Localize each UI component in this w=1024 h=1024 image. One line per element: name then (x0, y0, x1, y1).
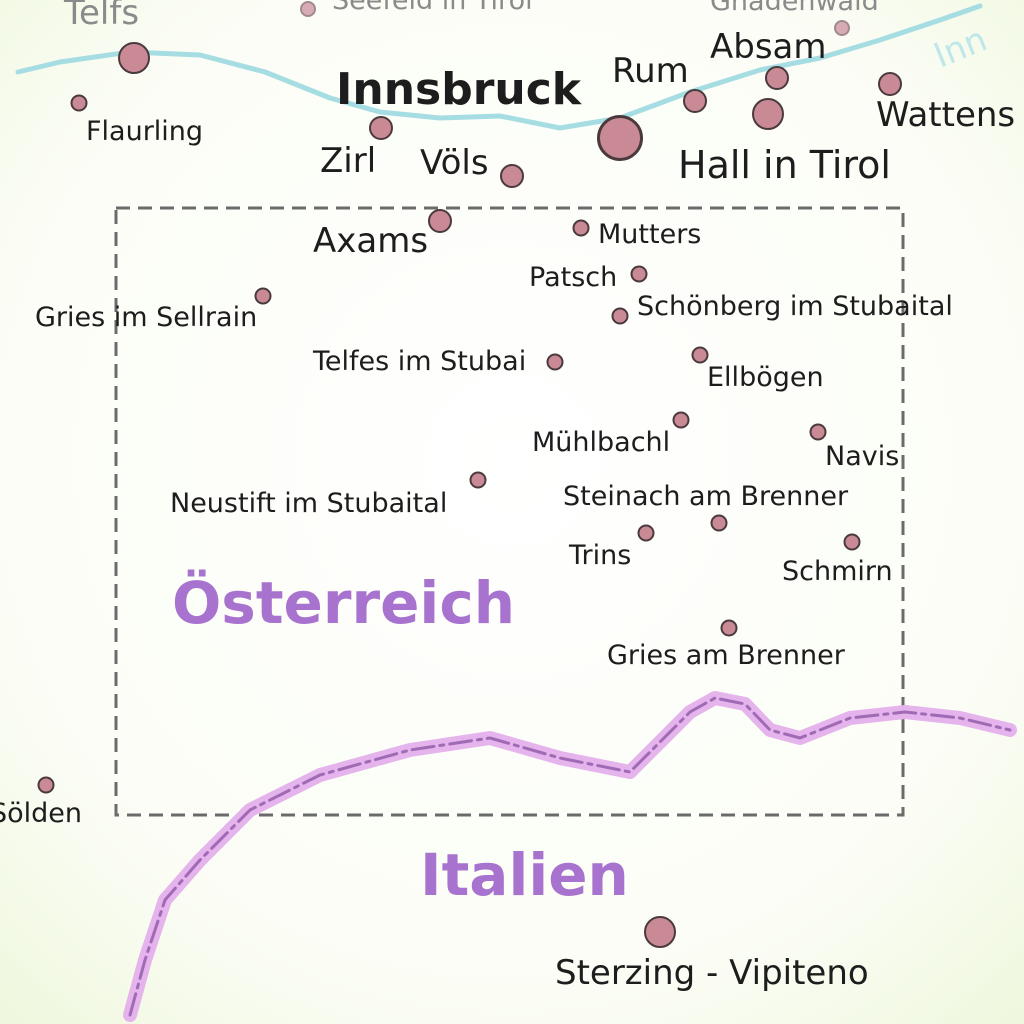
town-marker-ellboegen[interactable] (691, 346, 709, 364)
town-marker-seefeld[interactable] (300, 1, 316, 17)
town-label-gnadenwald: Gnadenwald (710, 0, 879, 17)
town-marker-muehlbachl[interactable] (672, 411, 690, 429)
town-marker-sterzing[interactable] (644, 916, 676, 948)
town-label-hall: Hall in Tirol (678, 143, 891, 187)
town-label-innsbruck: Innsbruck (336, 64, 582, 115)
town-label-schoenberg: Schönberg im Stubaital (637, 291, 953, 322)
town-marker-schmirn[interactable] (843, 533, 861, 551)
town-label-absam: Absam (710, 27, 827, 67)
town-marker-patsch[interactable] (630, 265, 648, 283)
national-border (128, 696, 1012, 1017)
town-label-telfs: Telfs (64, 0, 140, 33)
town-label-soelden: Sölden (0, 798, 83, 829)
town-marker-navis[interactable] (809, 423, 827, 441)
town-label-trins: Trins (569, 540, 632, 571)
town-marker-schoenberg[interactable] (611, 307, 629, 325)
town-marker-axams[interactable] (428, 209, 452, 233)
town-label-ellboegen: Ellbögen (707, 362, 824, 393)
town-label-steinach: Steinach am Brenner (563, 481, 849, 512)
town-label-patsch: Patsch (529, 262, 618, 293)
town-label-muehlbachl: Mühlbachl (532, 427, 671, 458)
town-marker-rum[interactable] (683, 89, 707, 113)
town-marker-wattens[interactable] (878, 72, 902, 96)
town-marker-gries-brenner[interactable] (720, 619, 738, 637)
town-label-telfes: Telfes im Stubai (313, 346, 527, 377)
town-label-axams: Axams (313, 221, 429, 261)
town-label-neustift: Neustift im Stubaital (170, 488, 448, 519)
town-marker-gnadenwald[interactable] (834, 20, 850, 36)
town-label-wattens: Wattens (876, 95, 1016, 135)
town-marker-zirl[interactable] (369, 116, 393, 140)
inn-river (15, 3, 983, 131)
town-label-seefeld: Seefeld in Tirol (332, 0, 533, 16)
town-marker-mutters[interactable] (572, 219, 590, 237)
town-label-rum: Rum (612, 51, 689, 91)
town-label-gries-brenner: Gries am Brenner (607, 640, 845, 671)
town-marker-telfes[interactable] (546, 353, 564, 371)
town-label-voels: Völs (420, 143, 489, 183)
town-marker-gries-sellrain[interactable] (254, 287, 272, 305)
town-label-schmirn: Schmirn (782, 556, 893, 587)
town-marker-hall[interactable] (752, 98, 784, 130)
town-label-mutters: Mutters (598, 219, 702, 250)
town-marker-telfs[interactable] (118, 42, 150, 74)
country-label-austria: Österreich (172, 569, 515, 637)
town-label-zirl: Zirl (320, 141, 377, 181)
town-marker-innsbruck[interactable] (597, 115, 643, 161)
town-label-gries-sellrain: Gries im Sellrain (35, 302, 258, 333)
town-marker-steinach[interactable] (710, 514, 728, 532)
town-marker-trins[interactable] (637, 524, 655, 542)
town-label-flaurling: Flaurling (86, 116, 204, 147)
country-label-italy: Italien (420, 841, 629, 909)
town-marker-flaurling[interactable] (70, 94, 88, 112)
frame-dashed-rectangle (114, 206, 905, 817)
town-marker-neustift[interactable] (469, 471, 487, 489)
town-marker-soelden[interactable] (37, 776, 55, 794)
town-marker-absam[interactable] (765, 66, 789, 90)
town-label-navis: Navis (825, 441, 900, 472)
town-label-sterzing: Sterzing - Vipiteno (555, 953, 869, 993)
town-marker-voels[interactable] (500, 164, 524, 188)
